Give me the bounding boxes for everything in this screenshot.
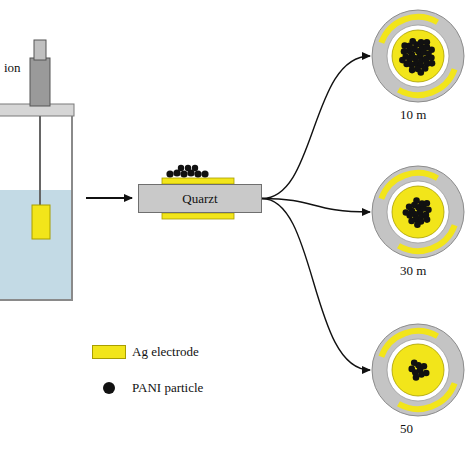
legend-item: Ag electrode [92,344,199,359]
time-label: 50 [370,421,466,436]
pani-particles [166,165,208,178]
material-label: Quarzt [182,191,217,206]
electrode-disk: 50 [370,322,466,436]
growth-arrow [262,199,370,371]
electrode-disk: 10 m [370,8,466,122]
time-label: 10 m [370,107,466,122]
legend-text: PANI particle [132,380,203,395]
legend-text: Ag electrode [132,344,199,359]
legend-swatch [92,345,126,359]
bottom-electrode [162,213,234,219]
growth-arrow [262,56,370,199]
beaker [0,40,74,300]
legend-dot [92,381,126,395]
process-arrow [86,197,132,199]
disk-illustration [370,8,466,104]
quartz-crystal: Quarzt [138,184,262,213]
caption-fragment: ion [4,60,21,75]
disk-illustration [370,164,466,260]
electrode-disk: 30 m [370,164,466,278]
particle-symbol [92,381,126,395]
time-label: 30 m [370,263,466,278]
disk-illustration [370,322,466,418]
legend-item: PANI particle [92,380,203,395]
